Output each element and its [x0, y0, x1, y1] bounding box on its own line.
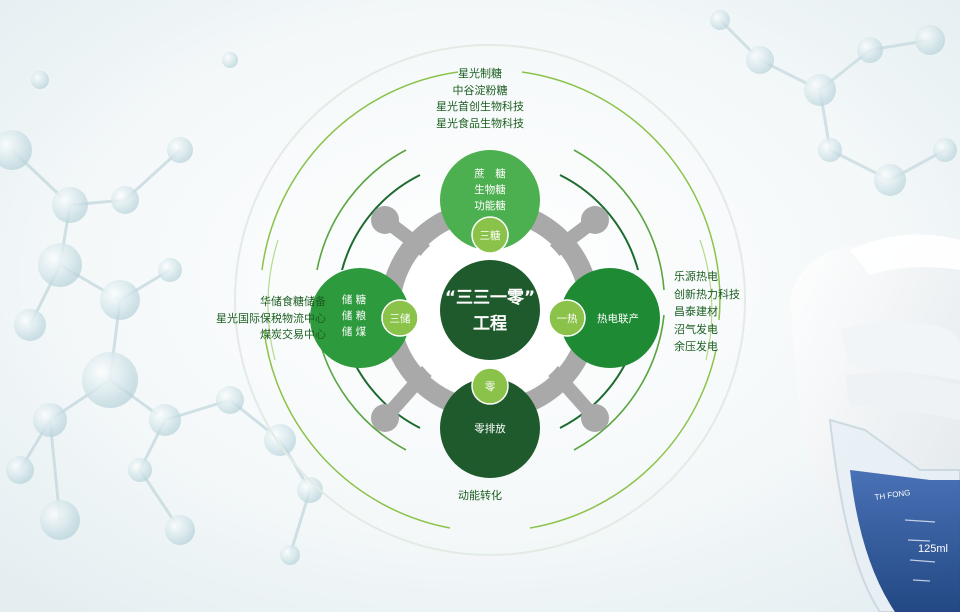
molecule-decoration-left	[0, 52, 323, 565]
top-company-2: 中谷淀粉糖	[452, 83, 508, 97]
heat-node: 一热 热电联产	[548, 268, 660, 368]
center-title-line1: “三三一零”	[445, 288, 535, 308]
zero-tag-badge	[471, 367, 509, 405]
outer-arcs	[234, 44, 746, 556]
right-company-3: 昌泰建材	[674, 305, 718, 318]
zero-tag: 零	[485, 381, 496, 393]
hand-with-beaker-illustration: TH FONG 125ml	[790, 234, 960, 612]
storage-node: 储 糖 储 粮 储 煤 三储	[310, 268, 419, 368]
top-company-4: 星光食品生物科技	[436, 116, 524, 130]
left-company-3: 煤炭交易中心	[260, 328, 326, 341]
gear-knob-top-right	[581, 206, 609, 234]
outer-faint-ring	[234, 44, 746, 556]
top-company-3: 星光首创生物科技	[436, 100, 524, 113]
right-company-list: 乐源热电 创新热力科技 昌泰建材 沼气发电 余压发电	[674, 268, 784, 356]
beaker-volume-label: 125ml	[918, 543, 948, 555]
beaker-icon: TH FONG 125ml	[828, 418, 960, 612]
right-company-1: 乐源热电	[674, 270, 718, 283]
gear-knob-bottom-right	[581, 404, 609, 432]
zero-node: 零 零排放	[440, 367, 540, 478]
top-company-list: 星光制糖 中谷淀粉糖 星光首创生物科技 星光食品生物科技	[380, 66, 580, 132]
right-company-2: 创新热力科技	[674, 287, 740, 301]
gear-knob-top-left	[371, 206, 399, 234]
left-company-1: 华储食糖储备	[260, 295, 326, 308]
sugar-tag: 三糖	[480, 229, 501, 242]
right-company-4: 沼气发电	[674, 322, 718, 336]
storage-tag-badge	[381, 299, 419, 337]
storage-item-1: 储 糖	[342, 293, 367, 306]
gear-knob-bottom-left	[371, 404, 399, 432]
storage-item-2: 储 粮	[342, 309, 367, 322]
center-node: “三三一零” 工程	[440, 260, 540, 360]
sugar-item-1: 蔗 糖	[474, 167, 506, 180]
sugar-item-3: 功能糖	[474, 199, 506, 212]
sugar-item-2: 生物糖	[474, 183, 506, 196]
molecule-decoration-right	[710, 10, 957, 196]
center-title-line2: 工程	[473, 314, 507, 334]
bottom-energy-label: 动能转化	[458, 489, 502, 502]
left-company-2: 星光国际保税物流中心	[216, 311, 326, 325]
right-company-5: 余压发电	[674, 340, 718, 353]
heat-tag: 一热	[557, 312, 578, 325]
heat-label: 热电联产	[597, 312, 639, 325]
storage-tag: 三储	[390, 312, 411, 325]
heat-tag-badge	[548, 299, 586, 337]
left-company-list: 华储食糖储备 星光国际保税物流中心 煤炭交易中心	[180, 294, 326, 344]
sugar-node: 蔗 糖 生物糖 功能糖 三糖	[440, 150, 540, 254]
storage-item-3: 储 煤	[342, 325, 367, 338]
sugar-tag-badge	[471, 216, 509, 254]
zero-label: 零排放	[474, 422, 506, 435]
top-company-1: 星光制糖	[458, 67, 502, 80]
